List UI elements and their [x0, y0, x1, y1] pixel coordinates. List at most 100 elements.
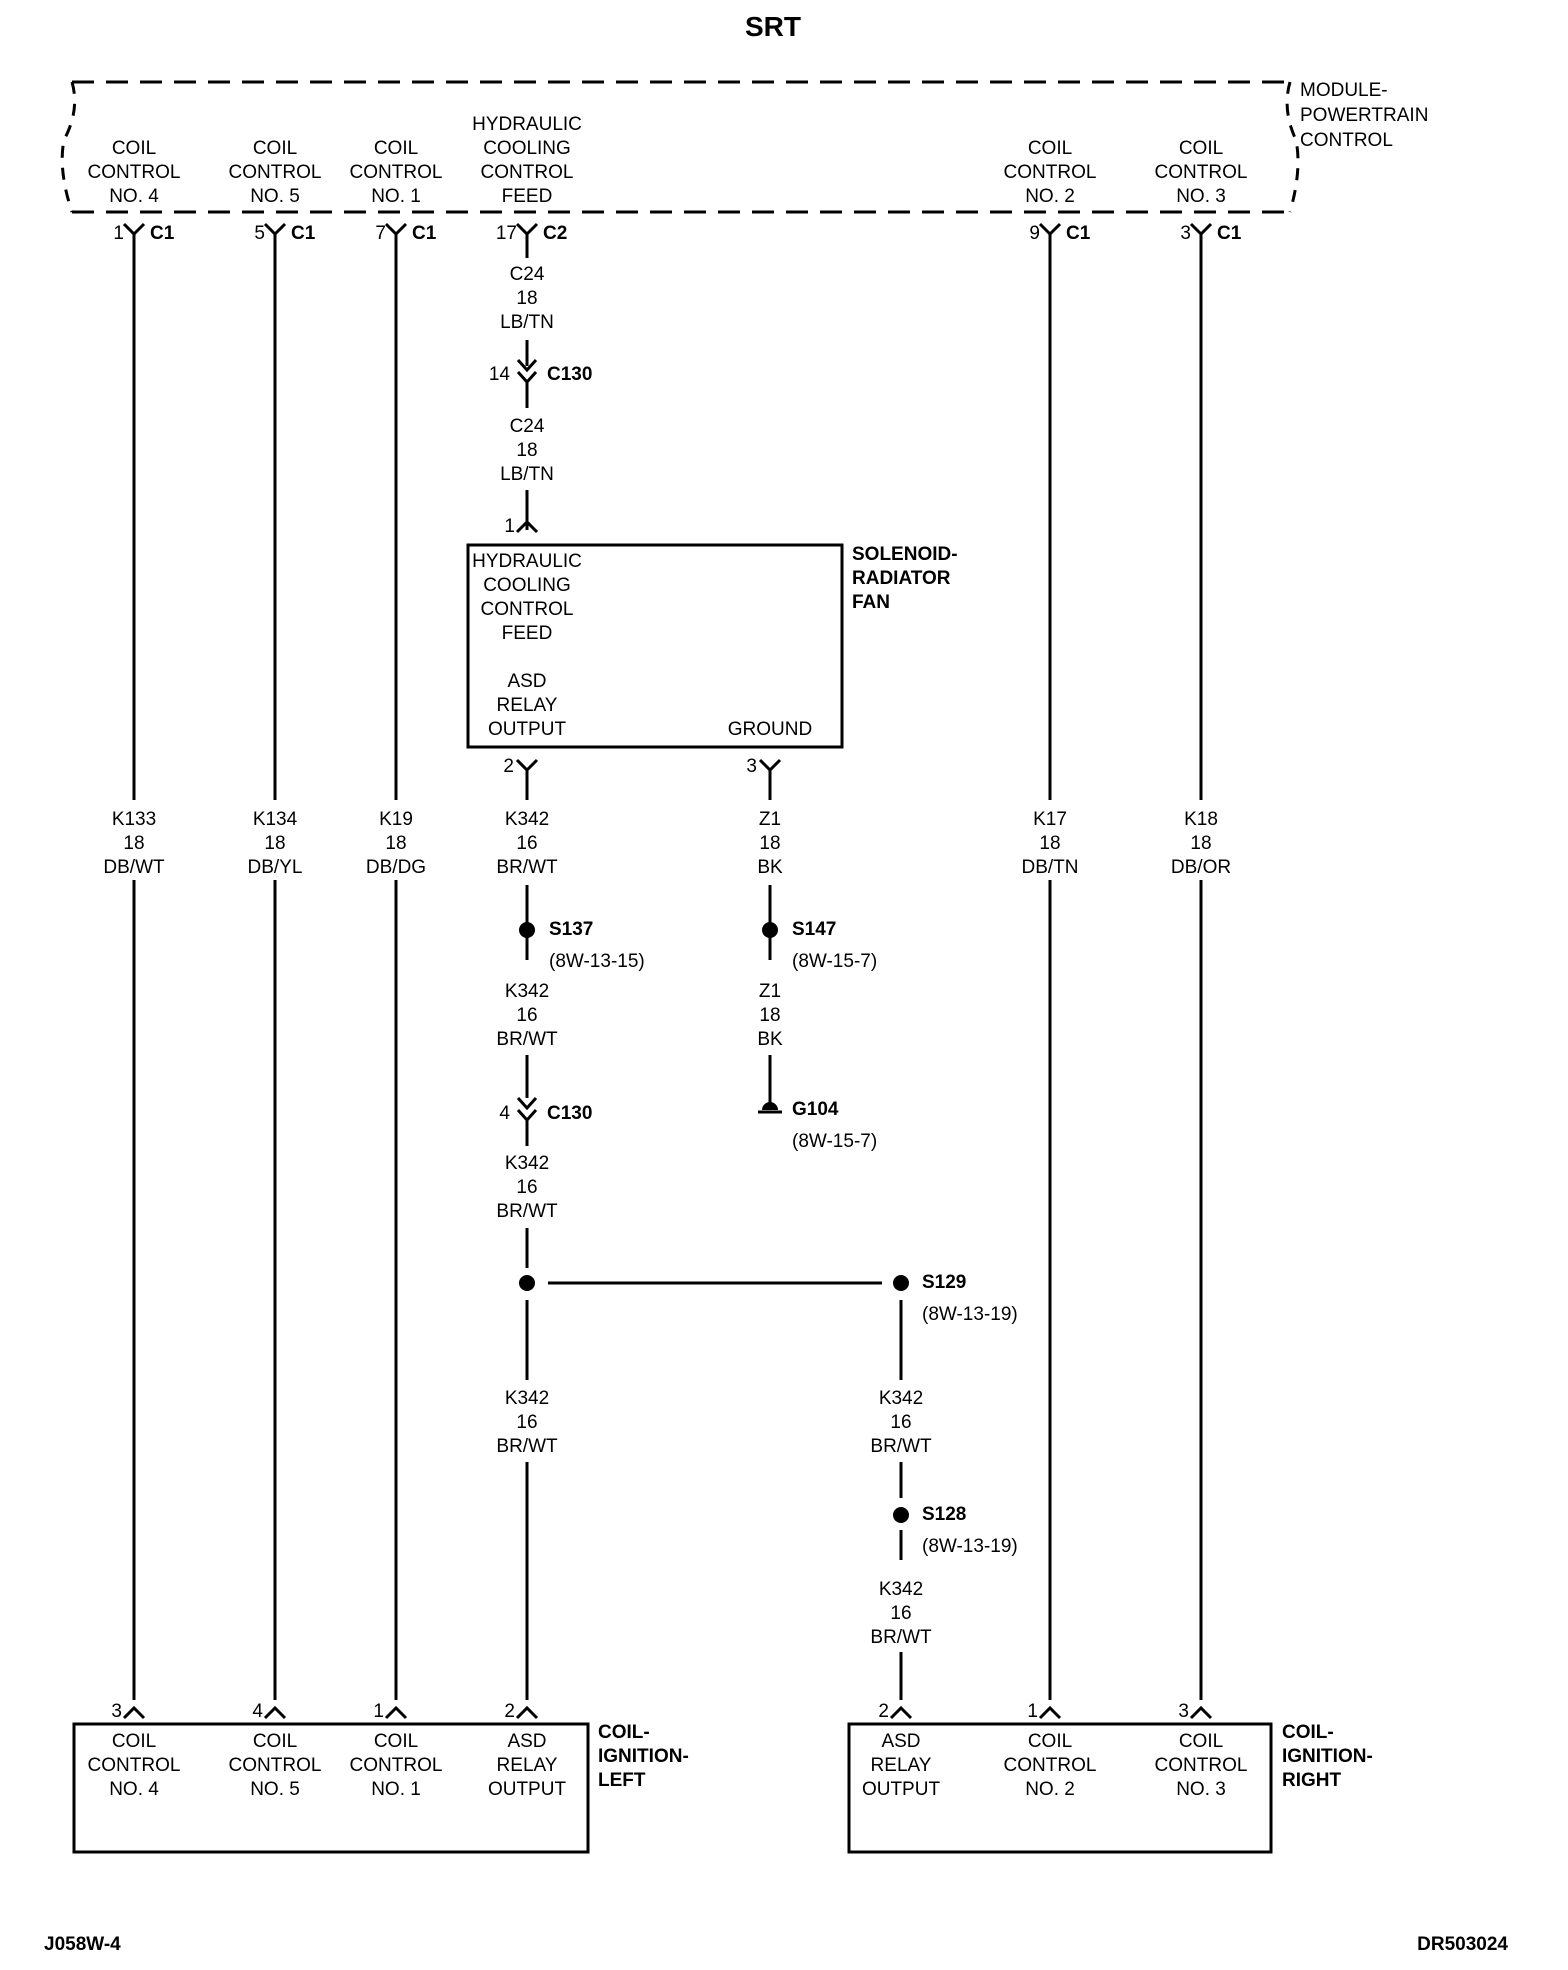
svg-text:K342: K342 — [505, 981, 549, 1002]
svg-text:C24: C24 — [510, 264, 545, 285]
svg-text:COIL: COIL — [1179, 1731, 1223, 1752]
splice-s137-ref: (8W-13-15) — [549, 951, 645, 972]
svg-text:RELAY: RELAY — [871, 1755, 932, 1776]
svg-text:SOLENOID-: SOLENOID- — [852, 544, 958, 565]
footer-right-code: DR503024 — [1417, 1934, 1508, 1955]
ground-wire-z1: Z1 18 BK S147 (8W-15-7) Z1 18 BK G104 (8… — [757, 770, 877, 1152]
svg-text:1: 1 — [373, 1701, 384, 1722]
svg-text:COOLING: COOLING — [483, 575, 571, 596]
coil-ignition-right-name: COIL- IGNITION- RIGHT — [1282, 1722, 1373, 1791]
pcm-pin-coil-4: 1 C1 — [113, 222, 175, 244]
svg-text:BR/WT: BR/WT — [870, 1627, 932, 1648]
svg-text:C1: C1 — [150, 223, 175, 244]
svg-text:K134: K134 — [253, 809, 298, 830]
feed-wire-upper-label: C24 18 LB/TN — [500, 264, 554, 333]
svg-text:C1: C1 — [1066, 223, 1091, 244]
pcm-module-boundary — [60, 80, 1300, 214]
coil-right-label-coil-2: COIL CONTROL NO. 2 — [1004, 1731, 1097, 1800]
solenoid-ground-label: GROUND — [728, 719, 812, 740]
svg-text:COIL: COIL — [253, 138, 297, 159]
coil-right-label-asd: ASD RELAY OUTPUT — [862, 1731, 941, 1800]
splice-s137-name: S137 — [549, 919, 593, 940]
asd-wire-k342: K342 16 BR/WT S137 (8W-13-15) K342 16 BR… — [496, 770, 1018, 1700]
svg-text:BR/WT: BR/WT — [496, 857, 558, 878]
pcm-pin-coil-2: 9 C1 — [1029, 222, 1091, 244]
svg-text:NO. 5: NO. 5 — [250, 186, 300, 207]
svg-text:RADIATOR: RADIATOR — [852, 568, 951, 589]
svg-text:COIL: COIL — [1028, 138, 1072, 159]
svg-text:C130: C130 — [547, 364, 592, 385]
svg-text:18: 18 — [1039, 833, 1060, 854]
splice-junction-dot — [519, 1275, 535, 1291]
svg-text:18: 18 — [385, 833, 406, 854]
svg-text:BR/WT: BR/WT — [870, 1436, 932, 1457]
svg-text:16: 16 — [516, 833, 537, 854]
solenoid-pin-2: 2 — [503, 756, 539, 777]
svg-text:ASD: ASD — [507, 1731, 546, 1752]
svg-text:3: 3 — [1178, 1701, 1189, 1722]
pcm-pin-label-coil-4: COIL CONTROL NO. 4 — [88, 138, 181, 207]
svg-text:K342: K342 — [505, 1388, 549, 1409]
svg-text:CONTROL: CONTROL — [88, 162, 181, 183]
coil-left-pin-4: 4 — [252, 1701, 287, 1722]
splice-s128-dot — [893, 1507, 909, 1523]
svg-text:COIL-: COIL- — [598, 1722, 650, 1743]
ground-g104-ref: (8W-15-7) — [792, 1131, 877, 1152]
svg-text:C24: C24 — [510, 416, 545, 437]
svg-text:COIL: COIL — [1179, 138, 1223, 159]
splice-s147-name: S147 — [792, 919, 836, 940]
pcm-pins: 1 C1 5 C1 7 C1 17 C2 9 C1 3 C1 — [113, 222, 1242, 244]
svg-text:3: 3 — [1180, 223, 1191, 244]
svg-text:4: 4 — [252, 1701, 263, 1722]
svg-text:COOLING: COOLING — [483, 138, 571, 159]
svg-text:CONTROL: CONTROL — [88, 1755, 181, 1776]
svg-text:18: 18 — [123, 833, 144, 854]
asd-wire-label-right-branch: K342 16 BR/WT — [870, 1388, 932, 1457]
svg-text:HYDRAULIC: HYDRAULIC — [472, 551, 582, 572]
coil-left-label-coil-1: COIL CONTROL NO. 1 — [350, 1731, 443, 1800]
svg-text:NO. 1: NO. 1 — [371, 186, 421, 207]
svg-text:CONTROL: CONTROL — [350, 162, 443, 183]
footer-left-code: J058W-4 — [44, 1934, 121, 1955]
svg-text:K342: K342 — [879, 1388, 923, 1409]
svg-text:OUTPUT: OUTPUT — [862, 1779, 941, 1800]
coil-right-pin-2: 2 — [878, 1701, 913, 1722]
pcm-pin-coil-3: 3 C1 — [1180, 222, 1242, 244]
coil-right-pin-1: 1 — [1027, 1701, 1062, 1722]
coil-right-label-coil-3: COIL CONTROL NO. 3 — [1155, 1731, 1248, 1800]
coil-control-wires — [132, 234, 1203, 1700]
svg-text:CONTROL: CONTROL — [1155, 1755, 1248, 1776]
svg-text:COIL-: COIL- — [1282, 1722, 1334, 1743]
svg-text:NO. 4: NO. 4 — [109, 186, 159, 207]
svg-text:2: 2 — [878, 1701, 889, 1722]
solenoid-name: SOLENOID- RADIATOR FAN — [852, 544, 958, 613]
svg-text:2: 2 — [503, 756, 514, 777]
wire-label-k133: K133 18 DB/WT — [103, 809, 165, 878]
asd-wire-label-right-final: K342 16 BR/WT — [870, 1579, 932, 1648]
ground-g104-name: G104 — [792, 1099, 839, 1120]
coil-right-pins: 2 1 3 — [878, 1701, 1213, 1722]
svg-text:17: 17 — [496, 223, 517, 244]
svg-text:K19: K19 — [379, 809, 413, 830]
svg-text:1: 1 — [1027, 1701, 1038, 1722]
coil-right-pin-3: 3 — [1178, 1701, 1213, 1722]
connector-c130-upper: 14 C130 — [489, 358, 592, 385]
svg-text:BR/WT: BR/WT — [496, 1201, 558, 1222]
svg-text:C2: C2 — [543, 223, 567, 244]
svg-text:9: 9 — [1029, 223, 1040, 244]
svg-text:16: 16 — [890, 1603, 911, 1624]
svg-text:COIL: COIL — [374, 1731, 418, 1752]
asd-wire-label-2: K342 16 BR/WT — [496, 981, 558, 1050]
svg-text:CONTROL: CONTROL — [481, 162, 574, 183]
feed-wire-c24: C24 18 LB/TN 14 C130 C24 18 LB/TN 1 — [489, 234, 592, 537]
pcm-pin-hydraulic-feed: 17 C2 — [496, 222, 567, 244]
wire-label-k17: K17 18 DB/TN — [1022, 809, 1079, 878]
svg-text:C1: C1 — [291, 223, 316, 244]
svg-text:FEED: FEED — [502, 623, 553, 644]
svg-text:18: 18 — [264, 833, 285, 854]
pcm-name: MODULE- POWERTRAIN CONTROL — [1300, 80, 1428, 151]
pcm-pin-label-coil-3: COIL CONTROL NO. 3 — [1155, 138, 1248, 207]
wire-label-k18: K18 18 DB/OR — [1171, 809, 1231, 878]
pcm-pin-label-hydraulic-feed: HYDRAULIC COOLING CONTROL FEED — [472, 114, 582, 207]
svg-text:16: 16 — [516, 1177, 537, 1198]
